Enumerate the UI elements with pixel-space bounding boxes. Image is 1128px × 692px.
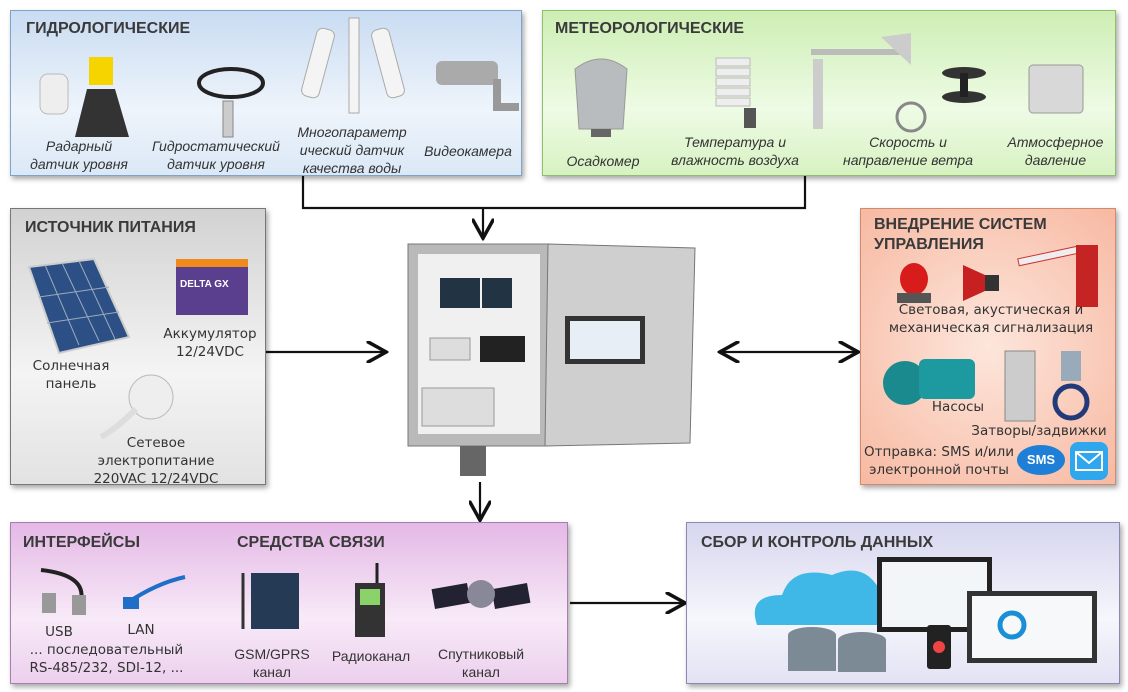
panel-title: СРЕДСТВА СВЯЗИ — [237, 534, 385, 551]
beacon-light-icon — [897, 263, 931, 303]
caption: Солнечная — [32, 358, 110, 374]
water-quality-probe-icon — [301, 17, 405, 114]
panel-title: ИНТЕРФЕЙСЫ — [23, 534, 141, 551]
battery-icon: DELTA GX — [176, 259, 248, 315]
barometer-icon — [1028, 64, 1084, 114]
caption: Температура и — [684, 134, 786, 150]
wind-sensor-icon — [811, 33, 927, 133]
sms-icon: SMS — [1017, 445, 1065, 475]
caption: Радиоканал — [331, 648, 411, 664]
power-plug-icon — [99, 374, 174, 439]
power-supply-panel: ИСТОЧНИК ПИТАНИЯ DELTA GX Аккумулятор 12/… — [10, 208, 266, 487]
caption: Радарный — [45, 138, 113, 154]
panel-title: ВНЕДРЕНИЕ СИСТЕМ — [874, 216, 1047, 233]
caption: Многопараметр — [297, 124, 407, 140]
panel-title: ИСТОЧНИК ПИТАНИЯ — [25, 219, 196, 236]
caption: датчик уровня — [167, 156, 265, 172]
panel-title: ГИДРОЛОГИЧЕСКИЕ — [26, 20, 191, 37]
panel-title: УПРАВЛЕНИЯ — [874, 236, 984, 253]
radar-level-sensor-icon — [39, 57, 129, 137]
video-camera-icon — [436, 61, 519, 111]
rain-gauge-icon — [574, 58, 628, 137]
caption: канал — [253, 664, 291, 680]
caption: направление ветра — [842, 152, 973, 168]
caption: ... последовательный — [29, 642, 184, 658]
caption: ический датчик — [299, 142, 405, 158]
caption: механическая сигнализация — [888, 320, 1094, 336]
caption: Насосы — [931, 399, 985, 415]
caption: Отправка: SMS и/или — [864, 444, 1014, 460]
meteorological-sensors-panel: МЕТЕОРОЛОГИЧЕСКИЕ Осадкомер Температура … — [542, 10, 1116, 176]
caption: Световая, акустическая и — [898, 302, 1084, 318]
satellite-icon — [431, 580, 531, 609]
caption: Сетевое — [126, 435, 186, 451]
caption: LAN — [127, 622, 155, 638]
caption: 220VAC 12/24VDC — [93, 471, 219, 487]
caption: GSM/GPRS — [234, 646, 310, 662]
caption: качества воды — [302, 160, 402, 176]
email-envelope-icon — [1070, 442, 1108, 480]
caption: панель — [45, 376, 97, 392]
siren-horn-icon — [963, 265, 999, 301]
gate-valve-icon — [1004, 350, 1090, 422]
caption: Атмосферное — [1007, 134, 1104, 150]
radio-device-icon — [355, 563, 385, 637]
control-systems-panel: ВНЕДРЕНИЕ СИСТЕМ УПРАВЛЕНИЯ Световая, аку… — [860, 208, 1116, 485]
caption: Скорость и — [869, 134, 947, 150]
data-collection-panel: СБОР И КОНТРОЛЬ ДАННЫХ — [686, 522, 1120, 684]
cloud-servers-dashboard-icon — [754, 557, 1097, 672]
control-cabinet-image — [407, 243, 696, 476]
barrier-gate-icon — [1017, 245, 1098, 307]
caption: RS-485/232, SDI-12, ... — [29, 660, 184, 676]
caption: 12/24VDC — [176, 344, 244, 360]
panel-title: СБОР И КОНТРОЛЬ ДАННЫХ — [701, 534, 934, 551]
usb-cable-icon — [40, 568, 86, 615]
ultrasonic-wind-sensor-icon — [942, 67, 986, 103]
caption: канал — [462, 664, 500, 680]
caption: Спутниковый — [437, 646, 525, 662]
lan-cable-icon — [123, 575, 186, 609]
caption: Затворы/задвижки — [971, 423, 1107, 439]
caption: Осадкомер — [566, 153, 640, 169]
caption: датчик уровня — [30, 156, 128, 172]
caption: Аккумулятор — [163, 326, 257, 342]
caption: влажность воздуха — [671, 152, 799, 168]
temperature-humidity-sensor-icon — [715, 57, 756, 128]
panel-title: МЕТЕОРОЛОГИЧЕСКИЕ — [555, 20, 745, 37]
caption: USB — [45, 624, 73, 640]
interfaces-communications-panel: ИНТЕРФЕЙСЫ СРЕДСТВА СВЯЗИ USB LAN ... по… — [10, 522, 568, 684]
caption: электронной почты — [869, 462, 1009, 478]
caption: электропитание — [97, 453, 215, 469]
caption: давление — [1024, 152, 1087, 168]
solar-panel-icon — [27, 257, 131, 355]
caption: Гидростатический — [152, 138, 280, 154]
gsm-modem-icon — [241, 573, 299, 629]
pump-icon — [883, 359, 975, 405]
caption: Видеокамера — [424, 143, 512, 159]
hydrostatic-level-sensor-icon — [197, 67, 265, 138]
hydrological-sensors-panel: ГИДРОЛОГИЧЕСКИЕ Радарный датчик уровня Ги… — [10, 10, 522, 176]
